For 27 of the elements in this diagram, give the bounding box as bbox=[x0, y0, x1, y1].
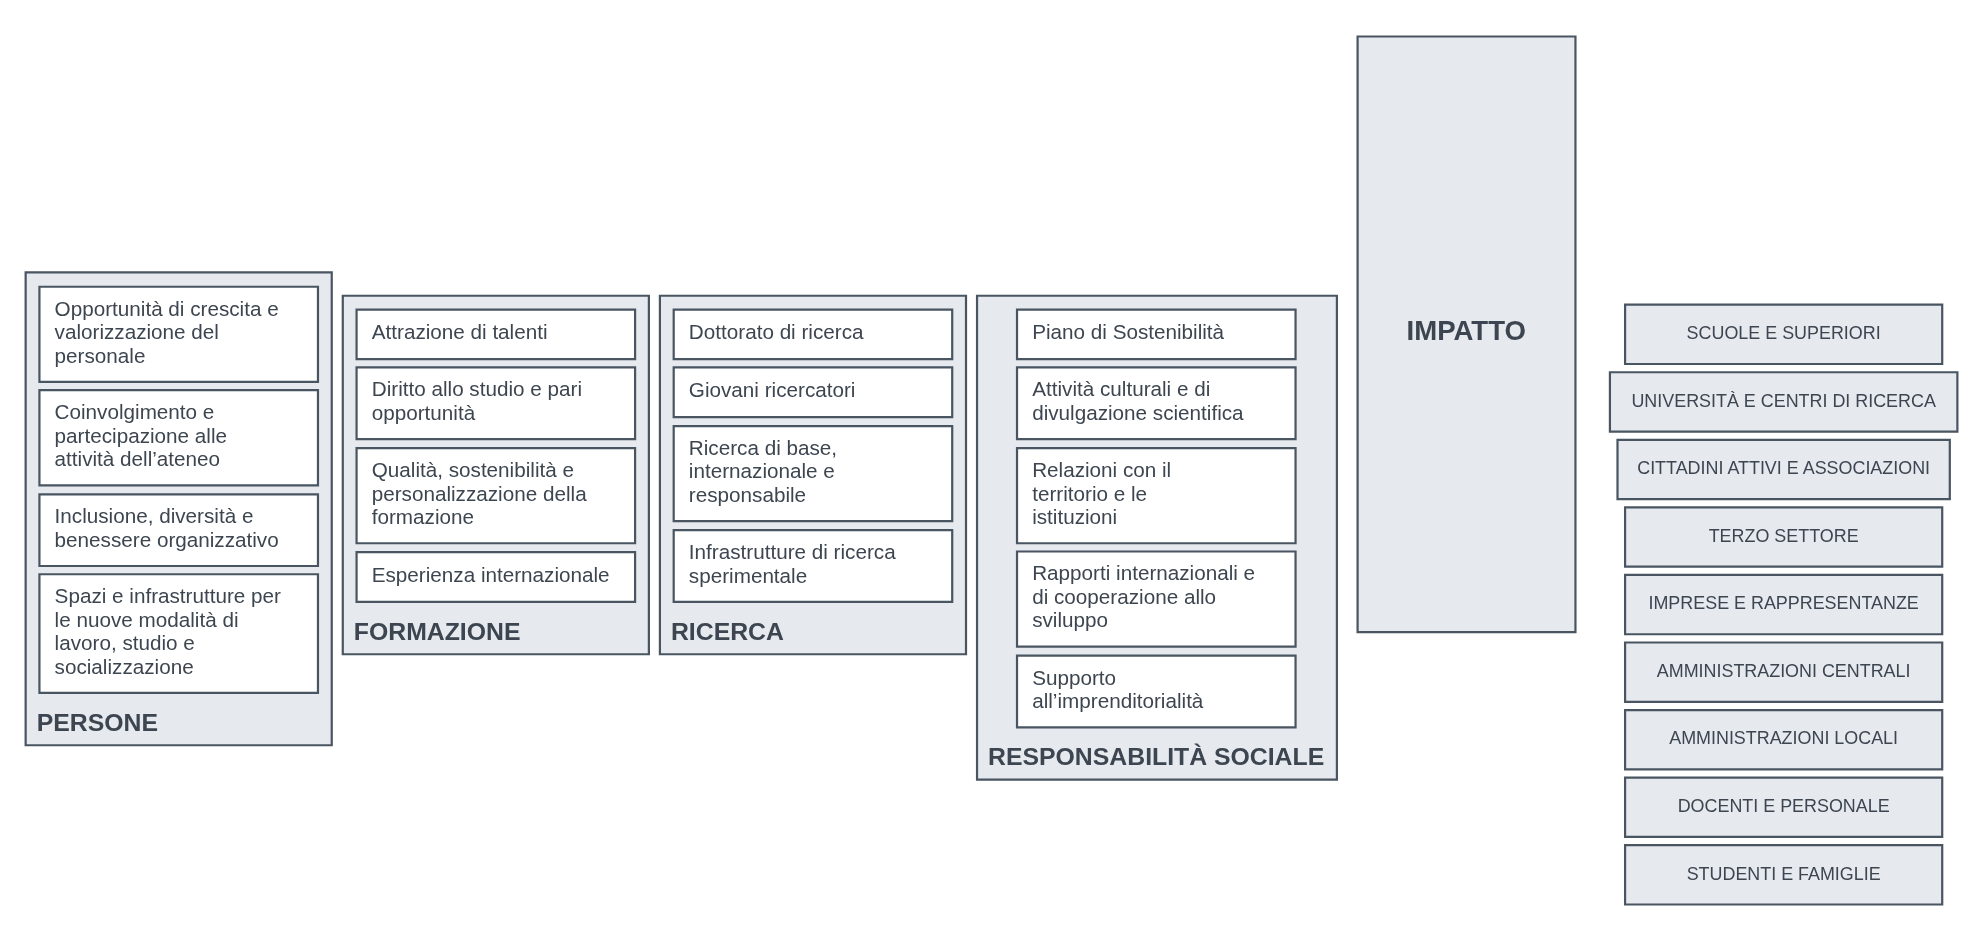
node-box: Supporto all’imprenditorialità bbox=[1015, 654, 1297, 729]
node-box: Opportunità di crescita e valorizzazione del personale bbox=[37, 285, 319, 383]
node-box: Piano di Sostenibilità bbox=[1015, 308, 1297, 361]
node-box: AMMINISTRAZIONI LOCALI bbox=[1623, 708, 1943, 771]
node-box: DOCENTI E PERSONALE bbox=[1623, 776, 1943, 839]
node-box: SCUOLE E SUPERIORI bbox=[1623, 303, 1943, 366]
node-box: Qualità, sostenibilità e personalizzazione della formazione bbox=[354, 447, 636, 545]
node-box: Inclusione, diversità e benessere organizzativo bbox=[37, 493, 319, 568]
node-box: Ricerca di base, internazionale e responsabile bbox=[672, 424, 953, 523]
node-box: STUDENTI E FAMIGLIE bbox=[1623, 844, 1943, 906]
node-box: Infrastrutture di ricerca sperimentale bbox=[672, 529, 953, 603]
node-box: Dottorato di ricerca bbox=[672, 308, 953, 361]
node-box: UNIVERSITÀ E CENTRI DI RICERCA bbox=[1608, 371, 1958, 433]
node-box: CITTADINI ATTIVI E ASSOCIAZIONI bbox=[1615, 438, 1951, 501]
node-box: AMMINISTRAZIONI CENTRALI bbox=[1623, 641, 1943, 703]
node-box: Attrazione di talenti bbox=[354, 308, 636, 361]
node-box: Attività culturali e di divulgazione scientifica bbox=[1015, 366, 1297, 441]
node-box: Spazi e infrastrutture per le nuove modalità di lavoro, studio e socializzazione bbox=[37, 573, 319, 694]
node-box: Diritto allo studio e pari opportunità bbox=[354, 366, 636, 441]
node-box: Giovani ricercatori bbox=[672, 366, 953, 419]
node-box: Relazioni con il territorio e le istituzioni bbox=[1015, 447, 1297, 545]
node-box: Esperienza internazionale bbox=[354, 551, 636, 603]
node-box: TERZO SETTORE bbox=[1623, 506, 1943, 568]
node-box: Rapporti internazionali e di cooperazione allo sviluppo bbox=[1015, 550, 1297, 648]
node-box: Coinvolgimento e partecipazione alle attività dell’ateneo bbox=[37, 389, 319, 487]
node-box: IMPATTO bbox=[1356, 35, 1577, 634]
node-box: IMPRESE E RAPPRESENTANZE bbox=[1623, 573, 1943, 636]
